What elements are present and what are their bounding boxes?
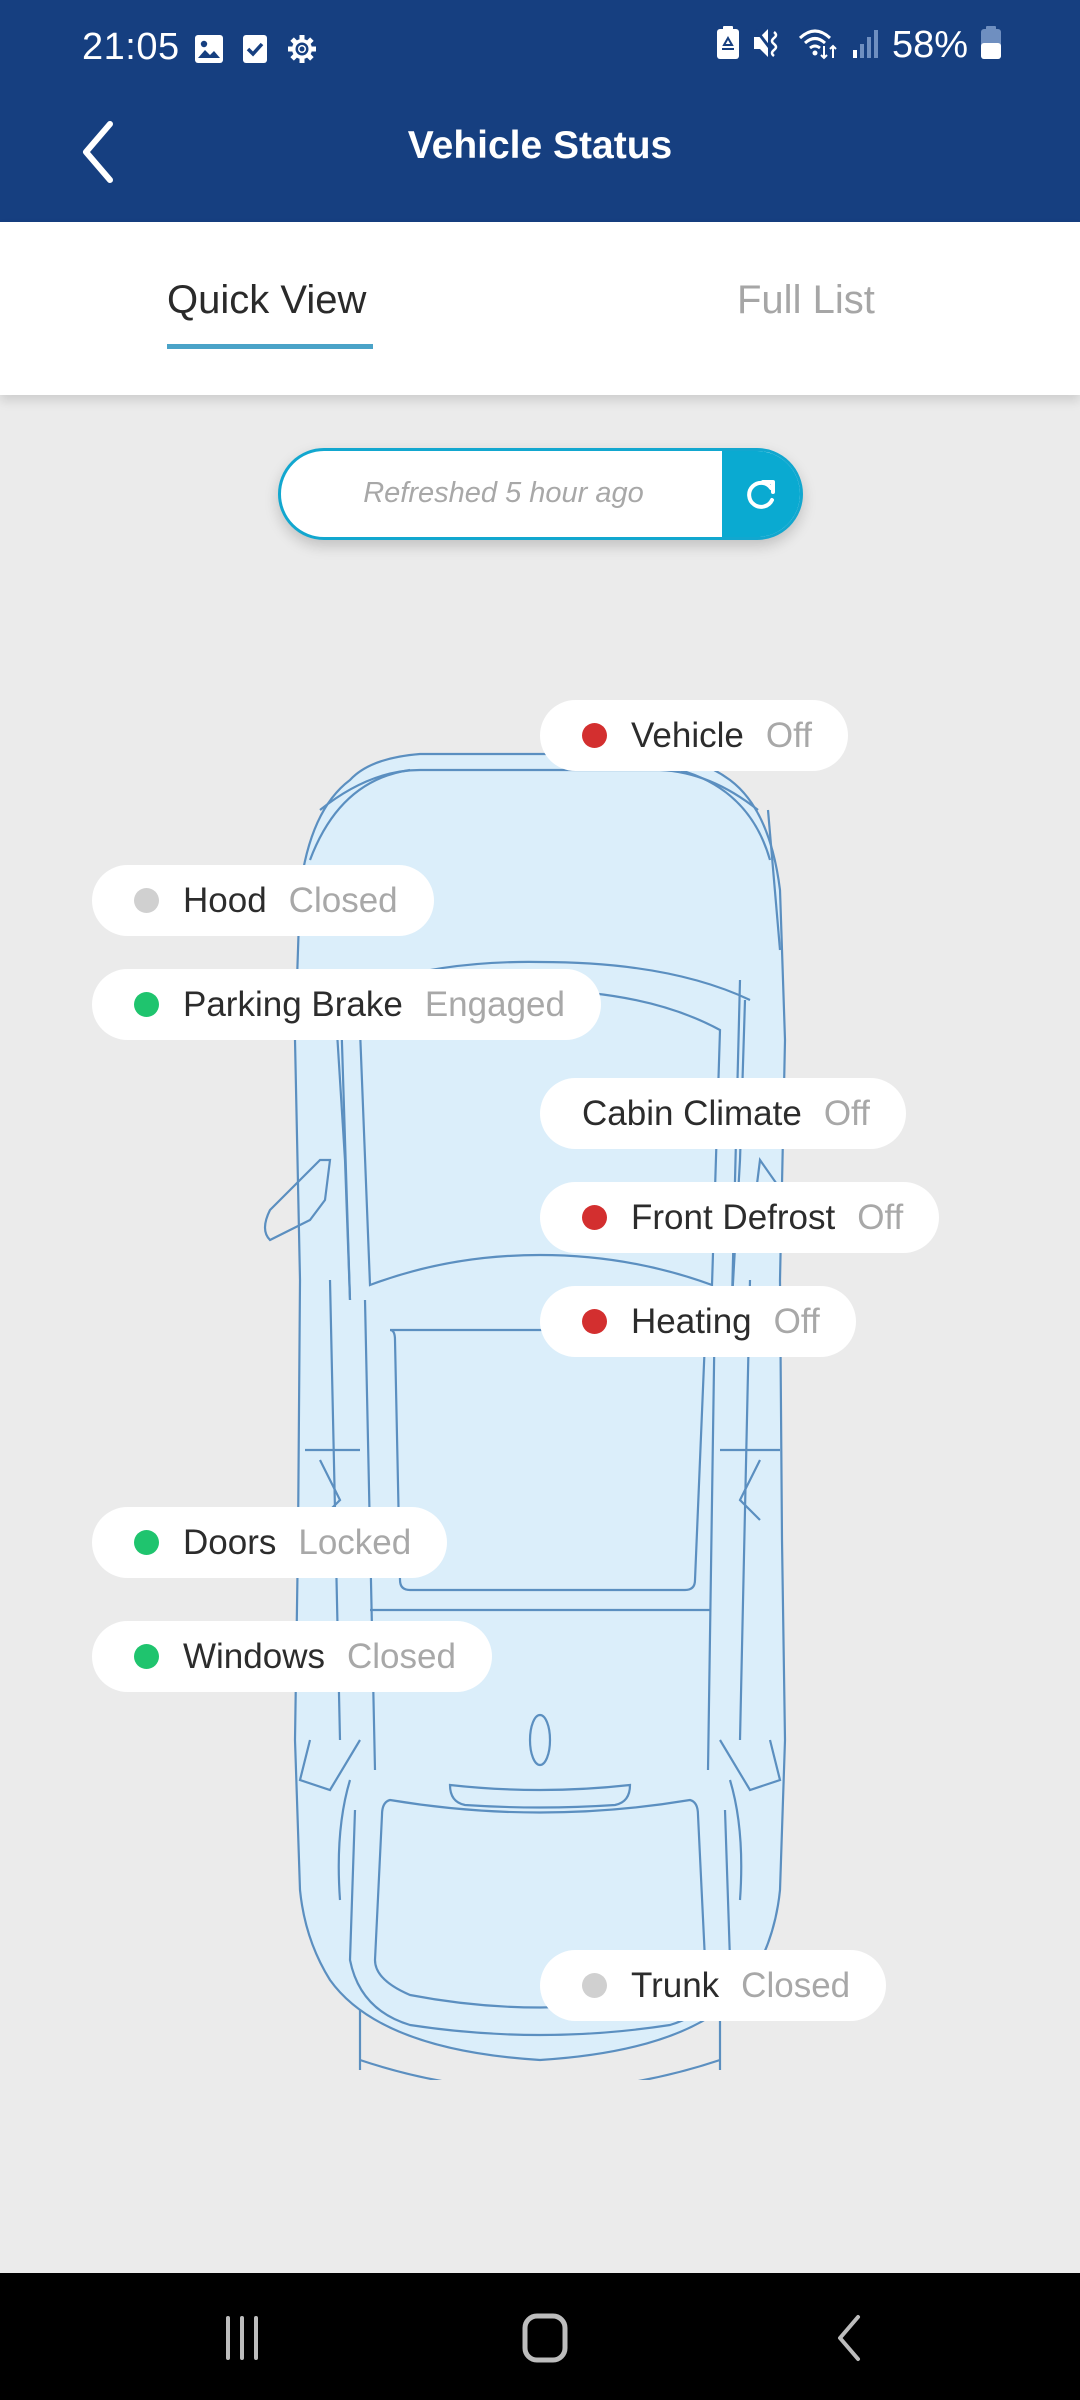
status-dot-gray [582, 1973, 607, 1998]
settings-gear-icon [286, 33, 318, 70]
status-dot-green [134, 992, 159, 1017]
status-dot-green [134, 1530, 159, 1555]
status-pill-vehicle[interactable]: Vehicle Off [540, 700, 848, 771]
status-value: Locked [298, 1522, 412, 1562]
refresh-status: Refreshed 5 hour ago [278, 448, 803, 540]
back-icon [838, 2315, 860, 2361]
status-pill-hood[interactable]: Hood Closed [92, 865, 434, 936]
battery-icon [980, 26, 1002, 65]
checkbox-icon [242, 34, 268, 69]
refresh-button[interactable] [722, 451, 800, 537]
status-label: Cabin Climate [582, 1093, 802, 1133]
back-button[interactable] [72, 118, 132, 188]
status-label: Windows [183, 1636, 325, 1676]
status-left-icons [194, 33, 318, 70]
status-dot-gray [134, 888, 159, 913]
status-time: 21:05 [82, 26, 180, 68]
wifi-icon [798, 26, 840, 65]
status-label: Parking Brake [183, 984, 403, 1024]
battery-percent: 58% [891, 24, 968, 66]
status-label: Trunk [631, 1965, 720, 2005]
status-label: Heating [631, 1301, 752, 1341]
status-value: Closed [346, 1636, 456, 1676]
status-pill-heating[interactable]: Heating Off [540, 1286, 856, 1357]
active-tab-indicator [167, 344, 373, 349]
status-dot-green [134, 1644, 159, 1669]
mute-vibrate-icon [752, 26, 786, 65]
system-nav-bar [0, 2273, 1080, 2400]
status-value: Closed [288, 880, 398, 920]
status-pill-trunk[interactable]: Trunk Closed [540, 1950, 887, 2021]
status-pill-cabin-climate[interactable]: Cabin Climate Off [540, 1078, 906, 1149]
home-icon [522, 2313, 568, 2363]
app-header: 21:05 58% Vehicle Status [0, 0, 1080, 222]
status-dot-red [582, 1205, 607, 1230]
status-pill-windows[interactable]: Windows Closed [92, 1621, 492, 1692]
refresh-icon [747, 480, 775, 509]
status-value: Engaged [424, 984, 565, 1024]
recent-apps-button[interactable] [202, 2303, 282, 2373]
page-title: Vehicle Status [407, 124, 673, 167]
refresh-text: Refreshed 5 hour ago [363, 477, 644, 509]
gallery-icon [194, 34, 224, 69]
status-value: Off [765, 715, 812, 755]
status-dot-red [582, 1309, 607, 1334]
tab-bar: Quick View Full List [0, 222, 1080, 395]
status-dot-red [582, 723, 607, 748]
chevron-left-icon [83, 121, 113, 183]
status-pill-doors[interactable]: Doors Locked [92, 1507, 448, 1578]
status-pill-parking-brake[interactable]: Parking Brake Engaged [92, 969, 601, 1040]
status-right-icons: 58% [716, 24, 1002, 67]
tab-full-list[interactable]: Full List [737, 278, 875, 322]
status-value: Off [773, 1301, 820, 1341]
status-pill-front-defrost[interactable]: Front Defrost Off [540, 1182, 940, 1253]
status-label: Vehicle [631, 715, 744, 755]
home-button[interactable] [505, 2303, 585, 2373]
signal-icon [852, 26, 880, 65]
battery-saver-icon [716, 26, 740, 65]
car-top-view-illustration [263, 752, 806, 2080]
status-value: Closed [741, 1965, 851, 2005]
status-label: Doors [183, 1522, 277, 1562]
system-back-button[interactable] [808, 2303, 888, 2373]
tab-quick-view[interactable]: Quick View [167, 278, 367, 322]
recent-apps-icon [226, 2316, 258, 2360]
status-label: Hood [183, 880, 267, 920]
status-value: Off [823, 1093, 870, 1133]
status-value: Off [857, 1197, 904, 1237]
status-label: Front Defrost [631, 1197, 836, 1237]
